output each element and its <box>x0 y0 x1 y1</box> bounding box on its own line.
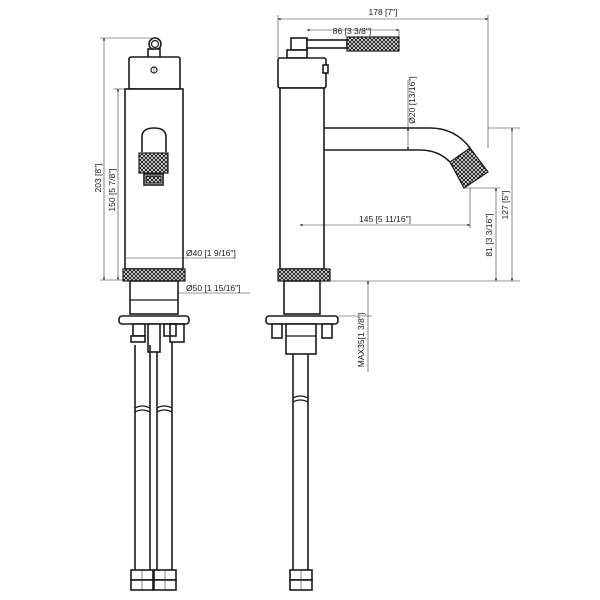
overall-width-label: 178 [7"] <box>368 7 397 17</box>
side-hose <box>289 354 313 591</box>
front-hoses <box>130 342 177 591</box>
body-diameter-label: Ø40 [1 9/16"] <box>186 248 236 258</box>
spout-height-label: 81 [3 3/16"] <box>484 213 494 256</box>
front-handle <box>147 37 162 59</box>
front-view <box>100 37 250 591</box>
body-height-label: 150 [5 7/8"] <box>107 168 117 211</box>
side-dimension-lines <box>277 15 520 372</box>
side-base-ring <box>277 268 331 282</box>
side-handle <box>286 36 400 59</box>
side-cap <box>277 57 327 89</box>
side-body <box>279 87 325 270</box>
front-mounting-plate <box>118 315 190 353</box>
base-diameter-label: Ø50 [1 15/16"] <box>186 283 241 293</box>
front-shank <box>129 280 179 315</box>
side-view <box>265 15 520 591</box>
front-dimension-lines <box>100 37 250 294</box>
handle-length-label: 86 [3 3/8"] <box>333 26 371 36</box>
spout-reach-label: 145 [5 11/16"] <box>359 214 411 224</box>
side-mounting-plate <box>265 315 339 355</box>
spout-top-height-label: 127 [5"] <box>500 190 510 219</box>
front-spout <box>138 127 169 186</box>
max-deck-label: MAX35[1 3/8"] <box>356 313 366 368</box>
overall-height-label: 203 [8"] <box>93 163 103 192</box>
front-base-ring <box>122 268 186 282</box>
spout-diameter-label: Ø20 [13/16"] <box>407 76 417 123</box>
side-spout <box>324 127 489 189</box>
side-shank <box>283 280 321 315</box>
